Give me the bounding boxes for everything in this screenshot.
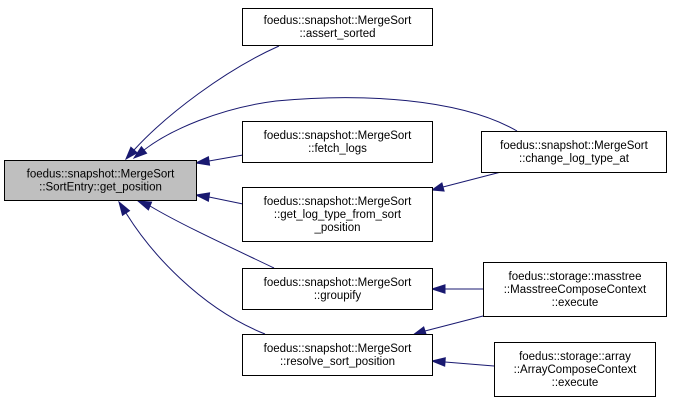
node-assert-sorted[interactable]: foedus::snapshot::MergeSort::assert_sort… bbox=[242, 8, 433, 46]
edge-line bbox=[133, 45, 280, 151]
node-label-line: ::MasstreeComposeContext bbox=[504, 284, 647, 296]
edge-arrowhead bbox=[430, 284, 446, 294]
node-label-line: ::SortEntry::get_position bbox=[39, 182, 162, 194]
node-label-line: foedus::snapshot::MergeSort bbox=[264, 130, 412, 142]
node-box[interactable] bbox=[242, 8, 433, 46]
edge-arrowhead bbox=[411, 326, 427, 336]
edge-arrowhead bbox=[136, 200, 153, 211]
node-resolve-sort-position[interactable]: foedus::snapshot::MergeSort::resolve_sor… bbox=[242, 334, 433, 376]
edge-line bbox=[125, 212, 266, 335]
edge-resolve_sort_position-to-get_position bbox=[118, 200, 266, 335]
edge-arrowhead bbox=[124, 146, 138, 161]
edge-change_log_type_at-to-get_position bbox=[132, 97, 518, 160]
node-change-log-type-at[interactable]: foedus::snapshot::MergeSort::change_log_… bbox=[481, 131, 667, 173]
edge-change_log_type_at-to-get_log_type_from_sort_position bbox=[430, 171, 502, 192]
node-label-line: foedus::snapshot::MergeSort bbox=[264, 196, 412, 208]
edge-groupify-to-get_position bbox=[136, 200, 275, 269]
node-box[interactable] bbox=[242, 268, 433, 310]
node-fetch-logs[interactable]: foedus::snapshot::MergeSort::fetch_logs bbox=[242, 121, 433, 163]
node-label-line: foedus::snapshot::MergeSort bbox=[264, 277, 412, 289]
node-box[interactable] bbox=[494, 342, 656, 397]
edge-fetch_logs-to-get_position bbox=[194, 154, 244, 166]
node-box[interactable] bbox=[483, 262, 667, 317]
node-box[interactable] bbox=[242, 121, 433, 163]
node-get-log-type-from-sort-position[interactable]: foedus::snapshot::MergeSort::get_log_typ… bbox=[242, 187, 433, 242]
node-masstree-execute[interactable]: foedus::storage::masstree::MasstreeCompo… bbox=[483, 262, 667, 317]
node-label-line: _position bbox=[313, 222, 360, 234]
node-label-line: foedus::snapshot::MergeSort bbox=[264, 15, 412, 27]
node-label-line: foedus::snapshot::MergeSort bbox=[500, 140, 648, 152]
node-label-line: ::change_log_type_at bbox=[519, 153, 630, 165]
edge-masstree_execute-to-resolve_sort_position bbox=[411, 315, 484, 336]
edge-line bbox=[149, 205, 275, 269]
node-box[interactable] bbox=[242, 187, 433, 242]
node-label-line: ::get_log_type_from_sort bbox=[274, 209, 402, 221]
node-label-line: foedus::snapshot::MergeSort bbox=[264, 343, 412, 355]
edge-line bbox=[424, 315, 484, 332]
node-groupify[interactable]: foedus::snapshot::MergeSort::groupify bbox=[242, 268, 433, 310]
edge-arrowhead bbox=[118, 200, 131, 217]
node-label-line: foedus::storage::masstree bbox=[509, 271, 642, 283]
edge-get_log_type_from_sort_position-to-get_position bbox=[194, 192, 244, 205]
node-label-line: ::ArrayComposeContext bbox=[514, 364, 638, 376]
edges-layer bbox=[118, 45, 518, 367]
node-label-line: ::fetch_logs bbox=[308, 143, 367, 155]
node-label-line: ::execute bbox=[552, 297, 599, 309]
edge-line bbox=[208, 196, 244, 205]
node-label-line: ::resolve_sort_position bbox=[280, 356, 395, 368]
edge-arrowhead bbox=[194, 156, 211, 166]
nodes-layer: foedus::snapshot::MergeSort::SortEntry::… bbox=[4, 8, 667, 397]
edge-line bbox=[208, 154, 244, 162]
edge-arrowhead bbox=[194, 192, 211, 202]
node-label-line: ::assert_sorted bbox=[299, 28, 375, 40]
edge-masstree_execute-to-groupify bbox=[430, 284, 483, 294]
node-array-execute[interactable]: foedus::storage::array::ArrayComposeCont… bbox=[494, 342, 656, 397]
node-label-line: foedus::snapshot::MergeSort bbox=[27, 169, 175, 181]
edge-arrowhead bbox=[132, 145, 148, 160]
edge-line bbox=[442, 171, 502, 188]
edge-line bbox=[143, 97, 518, 151]
edge-arrowhead bbox=[430, 182, 445, 192]
edge-arrowhead bbox=[430, 357, 446, 367]
node-get-position[interactable]: foedus::snapshot::MergeSort::SortEntry::… bbox=[4, 160, 197, 201]
node-box[interactable] bbox=[481, 131, 667, 173]
node-box[interactable] bbox=[242, 334, 433, 376]
node-box[interactable] bbox=[4, 160, 197, 201]
node-label-line: ::execute bbox=[552, 377, 599, 389]
node-label-line: foedus::storage::array bbox=[519, 351, 631, 363]
node-label-line: ::groupify bbox=[314, 290, 362, 302]
edge-array_execute-to-resolve_sort_position bbox=[430, 357, 495, 367]
edge-line bbox=[444, 361, 495, 367]
edge-assert_sorted-to-get_position bbox=[124, 45, 280, 161]
